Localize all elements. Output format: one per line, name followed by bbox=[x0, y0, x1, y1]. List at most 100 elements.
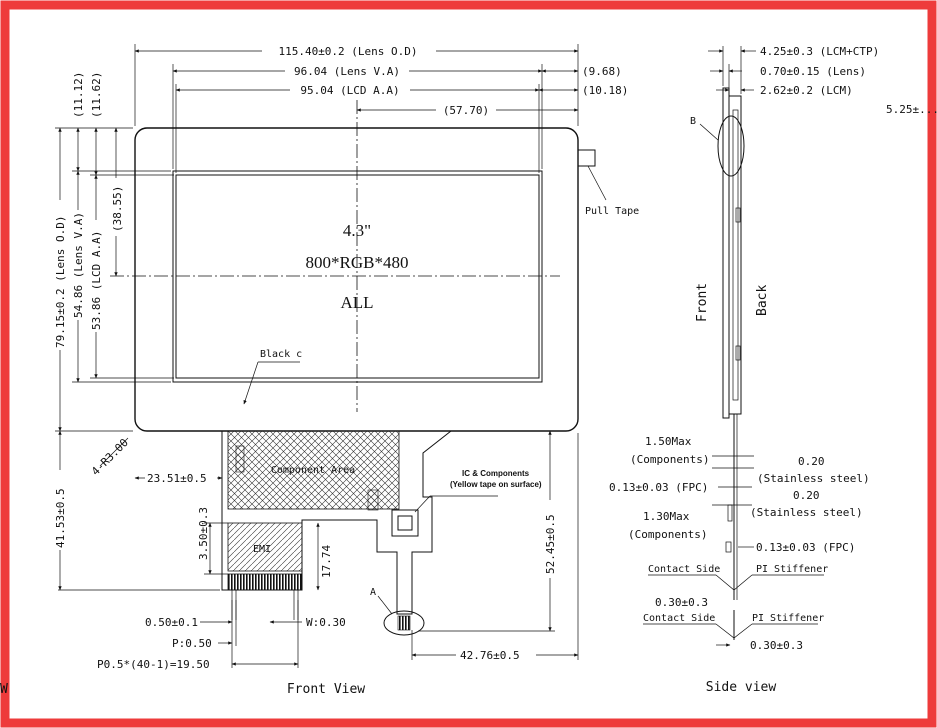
corner-char: W bbox=[0, 682, 8, 697]
lens-va-outline bbox=[172, 170, 543, 383]
dim-bg-12 bbox=[456, 648, 536, 662]
side-front-label: Front bbox=[695, 283, 710, 322]
black-label: Black c bbox=[260, 349, 302, 360]
ic-leader bbox=[414, 495, 431, 513]
dim-bg-3 bbox=[290, 83, 410, 97]
dim-bg-10 bbox=[145, 471, 217, 485]
contact2-label: Contact Side bbox=[643, 613, 715, 624]
dim-bg-4 bbox=[436, 103, 496, 117]
dim-fpc2-label: 0.13±0.03 (FPC) bbox=[756, 541, 855, 554]
dim-comp2-label: 1.30Max bbox=[643, 510, 690, 523]
dim-lens-od-w-label: 115.40±0.2 (Lens O.D) bbox=[278, 45, 417, 58]
black-leader-arrow bbox=[243, 361, 259, 405]
dim-side-3-label: 2.62±0.2 (LCM) bbox=[760, 84, 853, 97]
side-component-2 bbox=[725, 541, 732, 553]
front-view-title: Front View bbox=[287, 682, 365, 697]
dim-bg-7 bbox=[71, 210, 85, 320]
pull-tape bbox=[577, 149, 596, 167]
side-component-1 bbox=[727, 504, 733, 522]
dim-bg-6 bbox=[53, 200, 67, 350]
dim-top-off2-label: (11.62) bbox=[90, 72, 103, 118]
side-notch-2 bbox=[735, 345, 741, 361]
dim-ss2-sub: (Stainless steel) bbox=[750, 506, 863, 519]
dim-center-y-label: (38.55) bbox=[111, 186, 124, 232]
side-lcm bbox=[728, 95, 742, 415]
pull-tape-leader bbox=[587, 165, 607, 201]
dim-bg-2 bbox=[285, 64, 409, 78]
detail-b-leader bbox=[699, 123, 719, 141]
detail-b-circle bbox=[717, 115, 745, 177]
component-area-label: Component Area bbox=[271, 465, 355, 476]
detail-a-label: A bbox=[370, 587, 376, 598]
dim-comp2-sub: (Components) bbox=[628, 528, 707, 541]
dim-side-4-label: 5.25±... bbox=[886, 103, 937, 116]
radius-label: 4-R3.00 bbox=[89, 436, 131, 478]
dim-bg-1 bbox=[262, 44, 436, 58]
ic-components-sub: (Yellow tape on surface) bbox=[450, 480, 542, 489]
emi-area bbox=[227, 522, 303, 572]
dim-stiff-h-label: 3.50±0.3 bbox=[197, 507, 210, 560]
dim-va-offset-label: (9.68) bbox=[582, 65, 622, 78]
pi1-label: PI Stiffener bbox=[756, 564, 828, 575]
contact1-v bbox=[715, 574, 753, 591]
dim-ss1-label: 0.20 bbox=[798, 455, 825, 468]
lcd-aa-outline bbox=[175, 174, 540, 379]
dim-fpc1-label: 0.13±0.03 (FPC) bbox=[609, 481, 708, 494]
radius-leader bbox=[99, 437, 129, 467]
dim-right-h-label: 52.45±0.5 bbox=[544, 514, 557, 574]
dim-side-2-label: 0.70±0.15 (Lens) bbox=[760, 65, 866, 78]
side-view: B Front Back 4.25±0.3 (LCM+CTP) 0.70±0.1… bbox=[609, 45, 937, 695]
small-part-1 bbox=[235, 445, 245, 473]
dim-bg-5 bbox=[109, 178, 123, 236]
detail-a-leader bbox=[377, 595, 393, 615]
dim-total-pitch-label: P0.5*(40-1)=19.50 bbox=[97, 658, 210, 671]
pull-tape-label: Pull Tape bbox=[585, 206, 639, 217]
ic-chip-inner bbox=[397, 515, 413, 531]
dim-side-1-label: 4.25±0.3 (LCM+CTP) bbox=[760, 45, 879, 58]
panel-resolution-label: 800*RGB*480 bbox=[306, 253, 409, 272]
dim-bg-11 bbox=[543, 500, 557, 578]
contact1-label: Contact Side bbox=[648, 564, 720, 575]
t2-label: 0.30±0.3 bbox=[750, 639, 803, 652]
dim-lens-va-h-label: 54.86 (Lens V.A) bbox=[72, 212, 85, 318]
detail-b-label: B bbox=[690, 116, 696, 127]
side-lens bbox=[722, 87, 730, 419]
detail-a-pins bbox=[397, 615, 411, 631]
contact2-v bbox=[715, 623, 753, 639]
dim-lens-od-h-label: 79.15±0.2 (Lens O.D) bbox=[54, 216, 67, 348]
ic-chip bbox=[391, 509, 419, 537]
dim-fpc-h-label: 41.53±0.5 bbox=[54, 488, 67, 548]
panel-size-label: 4.3" bbox=[343, 221, 371, 240]
emi-label: EMI bbox=[253, 544, 271, 555]
dim-ss1-sub: (Stainless steel) bbox=[757, 472, 870, 485]
dim-fpc-w-label: 17.74 bbox=[320, 545, 333, 578]
pi2-label: PI Stiffener bbox=[752, 613, 824, 624]
dim-bg-8 bbox=[89, 220, 103, 332]
dim-center-x-label: (57.70) bbox=[443, 104, 489, 117]
t1-label: 0.30±0.3 bbox=[655, 596, 708, 609]
dim-w-label: W:0.30 bbox=[306, 616, 346, 629]
side-backlight bbox=[732, 109, 739, 401]
dim-lens-va-w-label: 96.04 (Lens V.A) bbox=[294, 65, 400, 78]
small-part-2 bbox=[367, 489, 379, 511]
panel-all-label: ALL bbox=[340, 293, 373, 312]
dim-bg-9 bbox=[53, 470, 67, 550]
fpc-contact-pins bbox=[227, 573, 303, 591]
front-view: 4.3" 800*RGB*480 ALL Black c Pull Tape C… bbox=[0, 44, 639, 697]
dim-top-off1-label: (11.12) bbox=[72, 72, 85, 118]
dim-lcd-aa-h-label: 53.86 (LCD A.A) bbox=[90, 231, 103, 330]
dim-pin-w-label: 0.50±0.1 bbox=[145, 616, 198, 629]
side-back-label: Back bbox=[755, 285, 770, 316]
dim-aa-offset-label: (10.18) bbox=[582, 84, 628, 97]
dim-right-w-label: 42.76±0.5 bbox=[460, 649, 520, 662]
side-notch-1 bbox=[735, 207, 741, 223]
dim-comp1-label: 1.50Max bbox=[645, 435, 692, 448]
detail-a-circle bbox=[383, 610, 425, 636]
dim-comp1-sub: (Components) bbox=[630, 453, 709, 466]
ic-components-label: IC & Components bbox=[462, 469, 530, 478]
dim-ss2-label: 0.20 bbox=[793, 489, 820, 502]
dim-pitch-label: P:0.50 bbox=[172, 637, 212, 650]
dim-lcd-aa-w-label: 95.04 (LCD A.A) bbox=[300, 84, 399, 97]
